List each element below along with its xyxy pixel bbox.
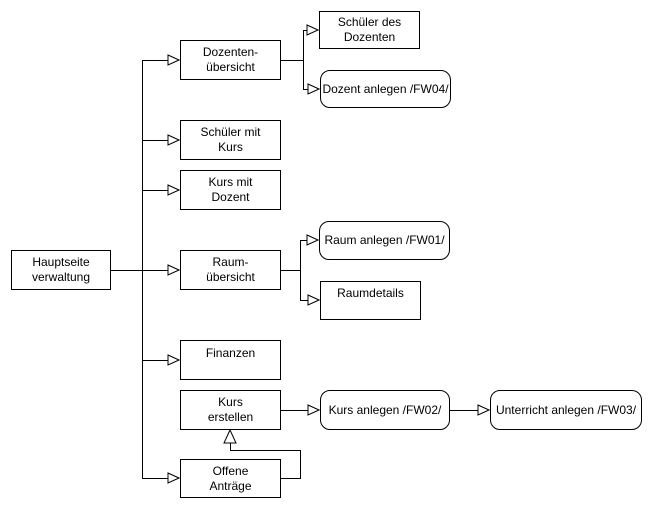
edge-raum-raum-anlegen-line <box>300 240 307 241</box>
arrowhead-icon <box>167 472 180 484</box>
node-unterricht-anlegen-fw03: Unterricht anlegen /FW03/ <box>490 390 642 430</box>
node-dozent-anlegen-fw04: Dozent anlegen /FW04/ <box>320 70 451 108</box>
node-label: Dozenten- <box>202 45 259 59</box>
node-label: übersicht <box>206 60 255 74</box>
node-label: Unterricht anlegen /FW03/ <box>495 402 637 417</box>
edge-dozenten-dozent-anlegen-line <box>303 89 308 90</box>
edge-hauptseite-raum-line <box>111 270 168 271</box>
edge-hauptseite-dozenten-line <box>142 60 168 61</box>
arrowhead-icon <box>307 83 320 95</box>
edge-offene-kurs-erstellen-line <box>230 443 231 451</box>
node-label: Raumdetails <box>337 286 404 300</box>
node-raumdetails: Raumdetails <box>320 281 421 320</box>
arrowhead-icon <box>167 264 180 276</box>
arrowhead-icon <box>167 354 180 366</box>
node-label: Offene <box>212 463 249 478</box>
connector-trunk-line <box>142 60 143 479</box>
node-dozentenuebersicht: Dozenten- übersicht <box>180 40 281 80</box>
edge-hauptseite-schueler-mit-kurs-line <box>142 140 168 141</box>
node-label: Kurs <box>218 140 243 154</box>
node-label: Kurs <box>218 395 243 409</box>
node-raumuebersicht: Raum- übersicht <box>180 250 281 290</box>
edge-kurs-erstellen-kurs-anlegen-line <box>281 410 308 411</box>
node-schueler-mit-kurs: Schüler mit Kurs <box>180 120 281 160</box>
node-label: Dozenten <box>343 30 396 44</box>
arrowhead-icon <box>307 294 320 306</box>
edge-dozenten-fan-line <box>303 30 304 90</box>
edge-raum-fan-line <box>300 240 301 301</box>
edge-offene-kurs-erstellen-line <box>230 450 300 451</box>
node-label: verwaltung <box>31 270 91 284</box>
arrowhead-icon <box>477 404 490 416</box>
node-label: Raum- <box>212 255 249 269</box>
node-label: übersicht <box>206 270 255 284</box>
edge-dozenten-fan-line <box>281 60 303 61</box>
edge-offene-kurs-erstellen-line <box>300 450 301 479</box>
arrowhead-icon <box>167 54 180 66</box>
node-label: Raum anlegen /FW01/ <box>324 233 445 247</box>
arrowhead-icon <box>306 24 319 36</box>
arrowhead-icon <box>306 234 319 246</box>
edge-kurs-anlegen-unterricht-line <box>450 410 478 411</box>
edge-raum-fan-line <box>281 270 300 271</box>
arrowhead-icon <box>167 184 180 196</box>
node-label: Finanzen <box>205 346 256 360</box>
node-kurs-anlegen-fw02: Kurs anlegen /FW02/ <box>320 390 450 430</box>
node-label: Dozent <box>211 190 250 204</box>
node-label: Kurs anlegen /FW02/ <box>328 402 442 417</box>
edge-offene-kurs-erstellen-line <box>281 478 300 479</box>
node-raum-anlegen-fw01: Raum anlegen /FW01/ <box>319 221 450 260</box>
edge-hauptseite-offene-antraege-line <box>142 478 168 479</box>
node-label: Dozent anlegen /FW04/ <box>322 81 449 96</box>
arrowhead-up-icon <box>223 429 237 444</box>
node-label: Anträge <box>209 478 252 493</box>
node-hauptseite-verwaltung: Hauptseite verwaltung <box>11 250 111 290</box>
edge-raum-raumdetails-line <box>300 300 308 301</box>
edge-hauptseite-kurs-mit-dozent-line <box>142 190 168 191</box>
node-finanzen: Finanzen <box>180 340 281 380</box>
node-label: Hauptseite <box>32 255 90 269</box>
edge-dozenten-schueler-line <box>303 30 307 31</box>
node-label: Kurs mit <box>208 175 253 189</box>
node-label: Schüler des <box>337 15 402 29</box>
node-offene-antraege: Offene Anträge <box>180 459 281 498</box>
node-schueler-des-dozenten: Schüler des Dozenten <box>319 11 420 49</box>
arrowhead-icon <box>167 134 180 146</box>
node-label: erstellen <box>207 410 254 424</box>
node-label: Schüler mit <box>200 125 261 139</box>
arrowhead-icon <box>307 404 320 416</box>
node-kurs-erstellen: Kurs erstellen <box>180 390 281 430</box>
node-kurs-mit-dozent: Kurs mit Dozent <box>180 170 281 210</box>
edge-hauptseite-finanzen-line <box>142 360 168 361</box>
